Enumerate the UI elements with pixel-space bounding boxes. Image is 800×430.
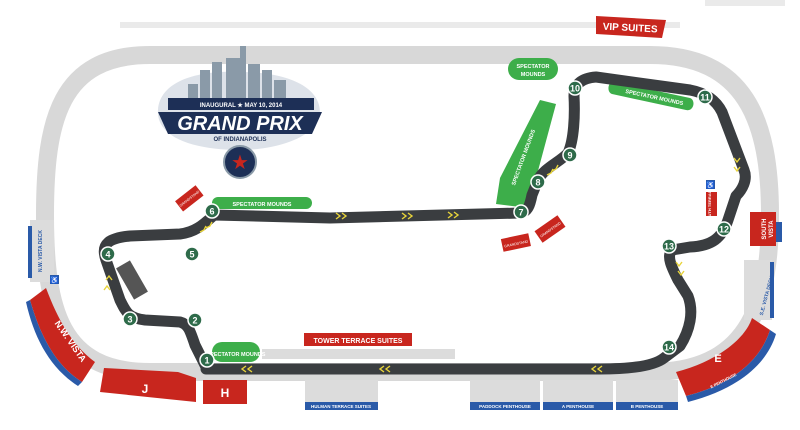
star-icon: ★ (231, 152, 249, 174)
turn-marker-3[interactable] (122, 311, 138, 327)
turn-marker-9[interactable] (562, 147, 578, 163)
south-vista-label-b: VISTA (769, 220, 775, 238)
turn-marker-label-9: 9 (567, 151, 572, 161)
turn-marker-label-14: 14 (664, 343, 674, 353)
accessible-icon-right (706, 180, 715, 189)
logo-subtitle: OF INDIANAPOLIS (213, 137, 266, 143)
turn-marker-5[interactable] (184, 246, 200, 262)
a-penthouse-label: A PENTHOUSE (562, 404, 594, 409)
turn-marker-8[interactable] (530, 174, 546, 190)
south-vista-label-a: SOUTH (762, 219, 768, 240)
paddock-penthouse-label: PADDOCK PENTHOUSE (479, 404, 531, 409)
direction-chevrons (103, 157, 741, 373)
grandstand-turn4 (116, 260, 148, 300)
mound-top-label-a: SPECTATOR (516, 64, 549, 70)
turn-marker-label-5: 5 (189, 250, 194, 260)
mound-top (508, 58, 558, 80)
skyline-icon (188, 46, 286, 104)
se-vista-deck-box (744, 260, 772, 320)
south-terrace-label: SOUTH TERRACE (707, 187, 712, 222)
turn-marker-label-13: 13 (664, 242, 674, 252)
nw-vista-stand[interactable] (30, 288, 95, 382)
mound-t1 (212, 342, 260, 362)
stand-h-label: H (221, 386, 230, 400)
turn-marker-7[interactable] (513, 204, 529, 220)
grandstand-inner-right[interactable] (534, 215, 566, 243)
turn-marker-4[interactable] (100, 246, 116, 262)
svg-text:♿: ♿ (706, 181, 715, 190)
turn-marker-label-8: 8 (535, 178, 540, 188)
stand-e-label: E (714, 353, 721, 365)
stand-e[interactable] (676, 318, 770, 396)
grandstand-inner-mid-label: GRANDSTAND (504, 239, 529, 248)
turn-marker-label-12: 12 (719, 225, 729, 235)
tower-terrace-suites[interactable] (304, 333, 412, 346)
vip-suites[interactable] (596, 16, 666, 38)
turn-marker-14[interactable] (661, 339, 677, 355)
b-penthouse-label: B PENTHOUSE (631, 404, 664, 409)
mound-t6 (212, 197, 312, 209)
mound-t1-label: SPECTATOR MOUNDS (207, 352, 266, 358)
turn-marker-label-3: 3 (127, 315, 132, 325)
turn-marker-label-6: 6 (209, 207, 214, 217)
mound-t6-label: SPECTATOR MOUNDS (233, 202, 292, 208)
accessible-icon-left (50, 275, 59, 284)
pit-building (262, 349, 455, 359)
turn-marker-label-1: 1 (204, 356, 209, 366)
stand-j[interactable] (100, 368, 196, 402)
logo-banner (168, 98, 314, 110)
turn-marker-label-2: 2 (192, 316, 197, 326)
turn-marker-label-4: 4 (105, 250, 110, 260)
mound-t10 (608, 81, 694, 111)
south-terrace[interactable] (706, 192, 717, 216)
turn-marker-12[interactable] (716, 221, 732, 237)
turn-marker-label-7: 7 (518, 208, 523, 218)
nw-vista-deck (30, 220, 54, 282)
turn-marker-13[interactable] (661, 238, 677, 254)
grandstand-inner-mid[interactable] (500, 233, 531, 252)
turn-marker-6[interactable] (204, 203, 220, 219)
turn-marker-2[interactable] (187, 312, 203, 328)
tower-terrace-label: TOWER TERRACE SUITES (314, 338, 403, 345)
nw-vista-deck-label: N.W. VISTA DECK (38, 230, 44, 272)
turn-marker-label-10: 10 (570, 84, 580, 94)
logo-banner-text: INAUGURAL ★ MAY 10, 2014 (200, 102, 283, 109)
mound-top-label-b: MOUNDS (521, 72, 546, 78)
stand-h[interactable] (203, 380, 247, 404)
hulman-terrace-label: HULMAN TERRACE SUITES (311, 404, 371, 409)
turn-marker-1[interactable] (199, 352, 215, 368)
top-grandstand (120, 22, 680, 28)
south-vista[interactable] (750, 212, 776, 246)
turn-marker-label-11: 11 (700, 93, 710, 103)
turn-marker-10[interactable] (567, 80, 583, 96)
logo-title: GRAND PRIX (177, 113, 304, 135)
mound-diagonal (496, 100, 556, 208)
oval-track (35, 46, 780, 381)
turn-marker-11[interactable] (697, 89, 713, 105)
grandstand-inner-left[interactable] (175, 185, 204, 212)
svg-text:♿: ♿ (50, 276, 59, 285)
vip-suites-label: VIP SUITES (602, 22, 658, 36)
grand-prix-logo: INAUGURAL ★ MAY 10, 2014 GRAND PRIX OF I… (157, 46, 322, 179)
stand-j-label: J (142, 382, 149, 396)
